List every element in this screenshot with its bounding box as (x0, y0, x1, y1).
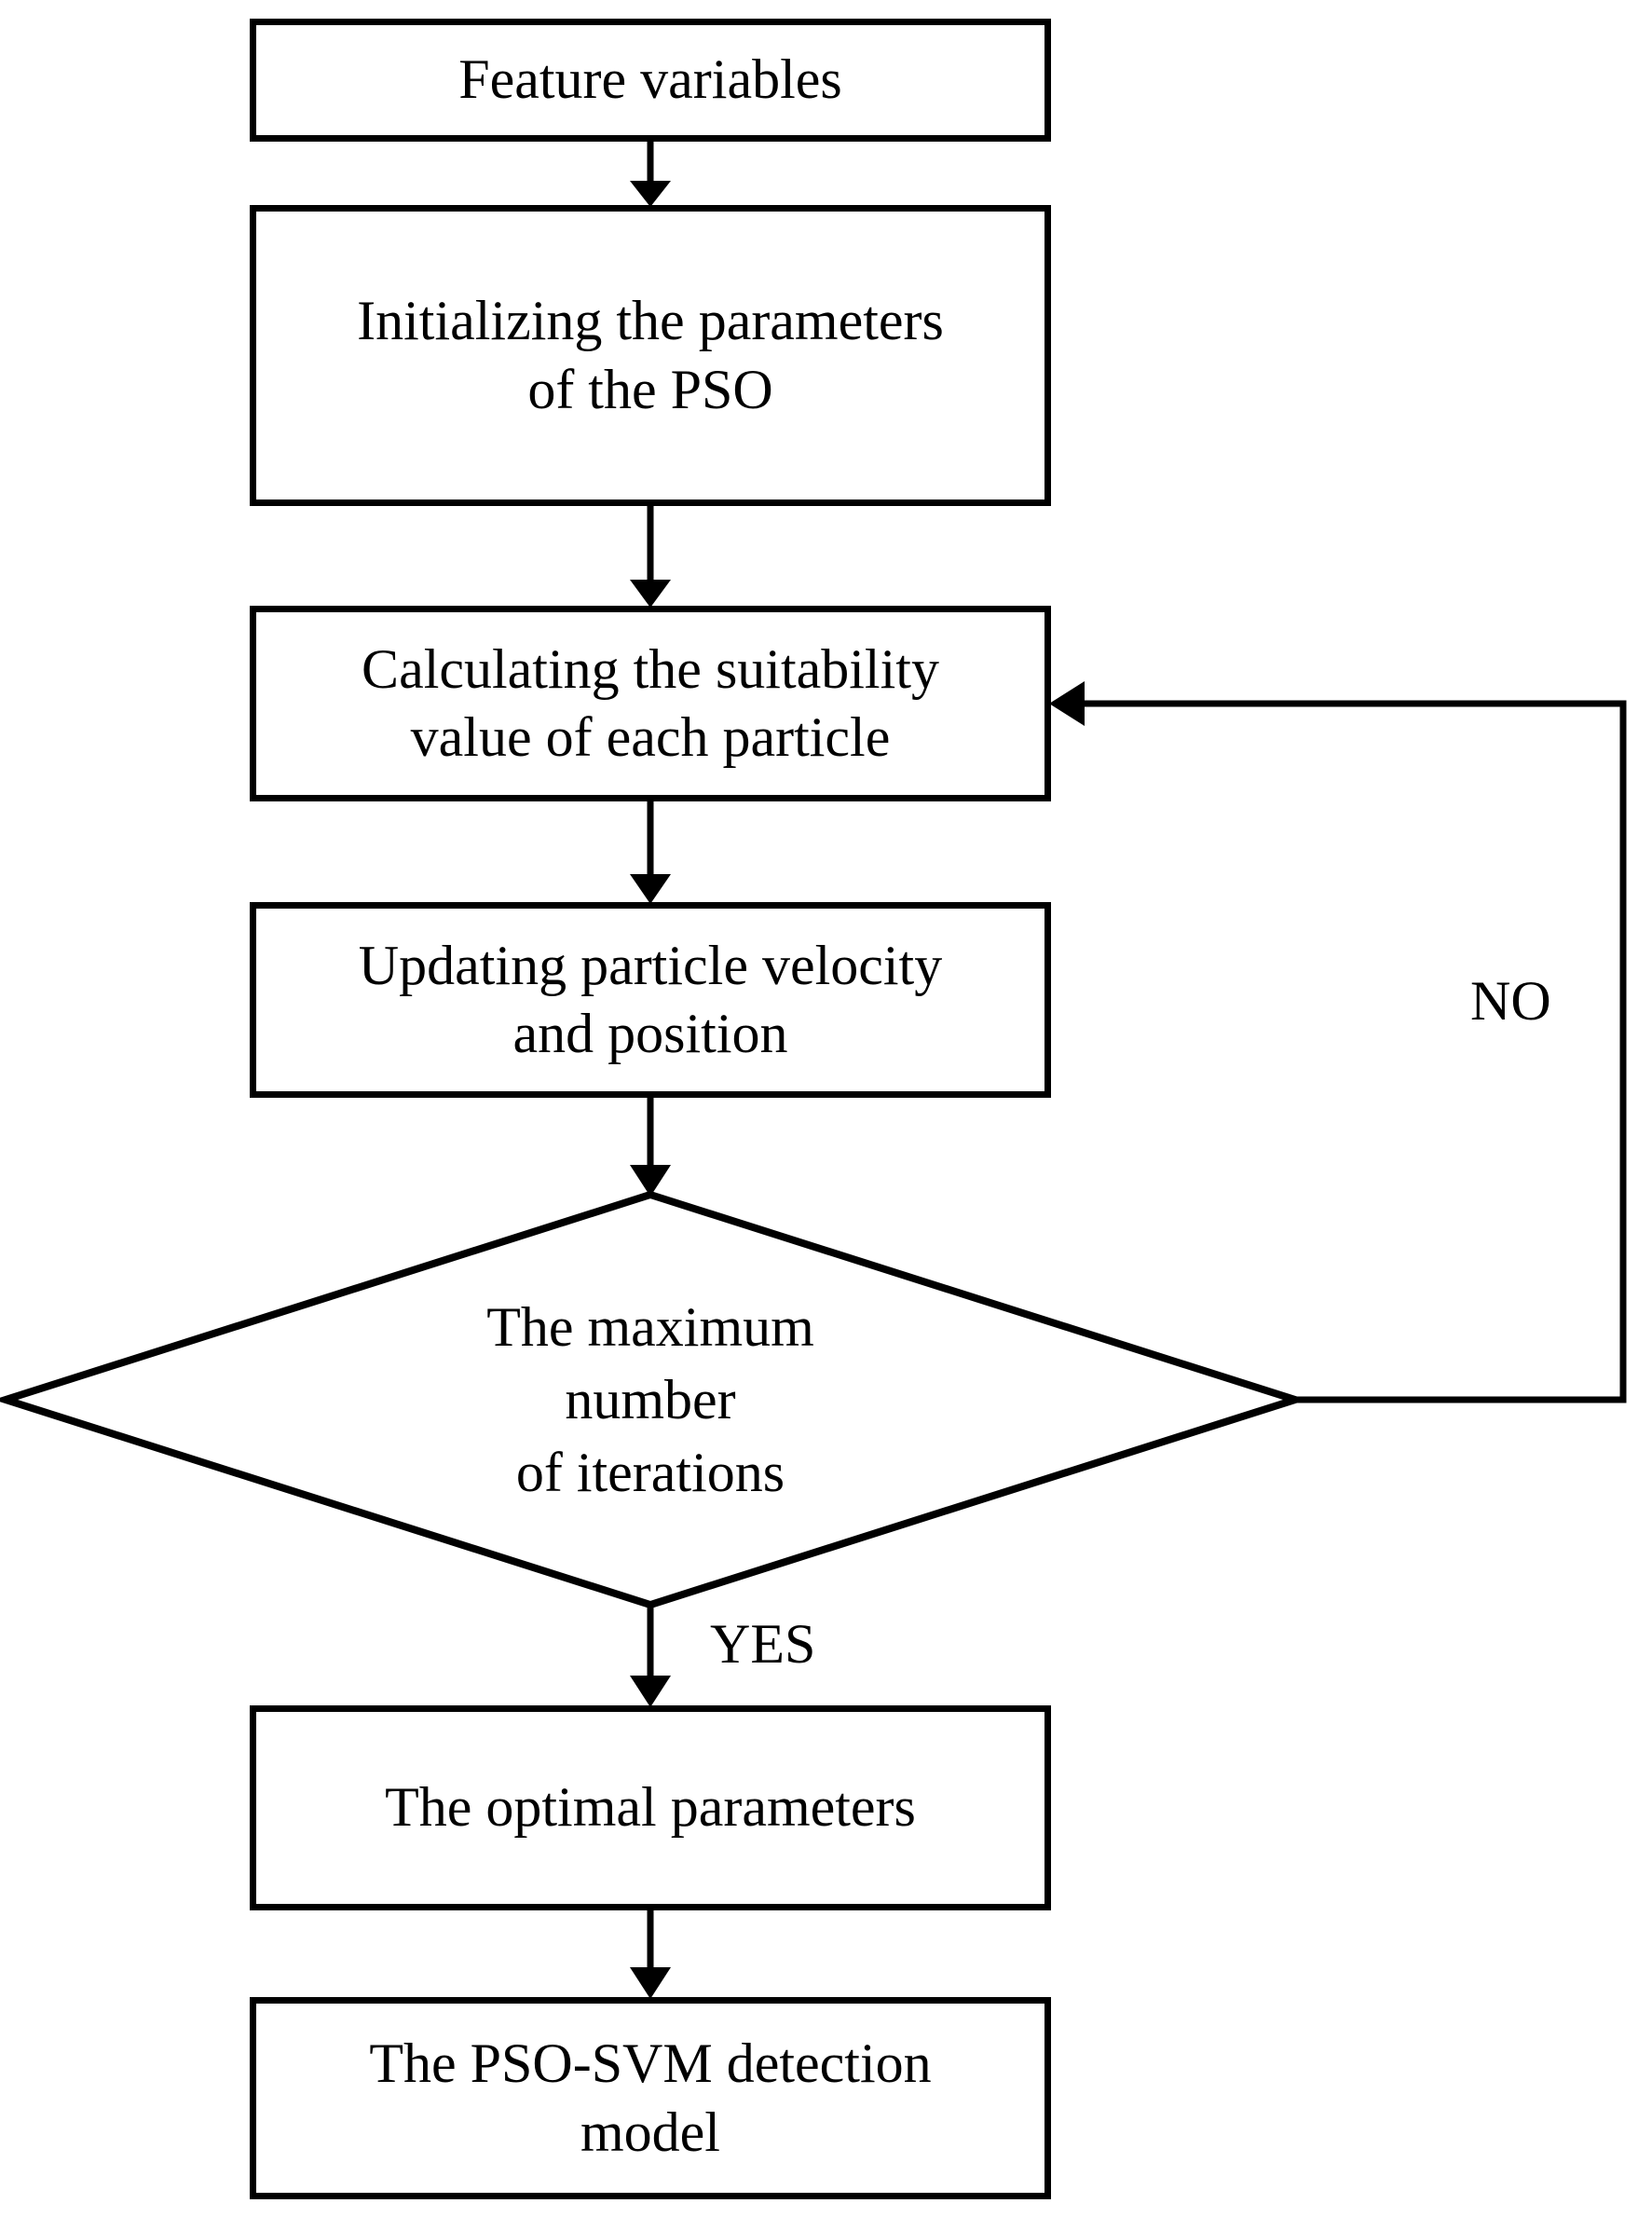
node-initialize-pso[interactable]: Initializing the parameters of the PSO (250, 205, 1051, 506)
node-pso-svm-model[interactable]: The PSO-SVM detection model (250, 1997, 1051, 2199)
node-calculate-suitability[interactable]: Calculating the suitability value of eac… (250, 606, 1051, 801)
connector-update-to-decision (630, 1098, 671, 1197)
connector-optimal-to-model (630, 1910, 671, 1999)
connector-feature-to-initialize (630, 142, 671, 207)
node-optimal-parameters-label: The optimal parameters (385, 1776, 916, 1839)
node-feature-variables[interactable]: Feature variables (250, 19, 1051, 142)
node-initialize-pso-label: Initializing the parameters of the PSO (357, 290, 944, 420)
decision-diamond-outline (0, 1190, 1308, 1609)
connector-initialize-to-calculate (630, 506, 671, 608)
node-pso-svm-model-label: The PSO-SVM detection model (369, 2032, 932, 2163)
node-update-particle-label: Updating particle velocity and position (358, 934, 943, 1064)
connector-calculate-to-update (630, 801, 671, 904)
node-feature-variables-label: Feature variables (458, 48, 842, 111)
node-update-particle[interactable]: Updating particle velocity and position (250, 902, 1051, 1098)
node-optimal-parameters[interactable]: The optimal parameters (250, 1705, 1051, 1910)
node-calculate-suitability-label: Calculating the suitability value of eac… (362, 637, 939, 768)
connector-decision-yes-to-optimal (630, 1605, 671, 1707)
edge-label-no: NO (1470, 970, 1551, 1032)
connector-decision-no-feedback (1049, 681, 1627, 1403)
edge-label-yes: YES (710, 1613, 816, 1675)
